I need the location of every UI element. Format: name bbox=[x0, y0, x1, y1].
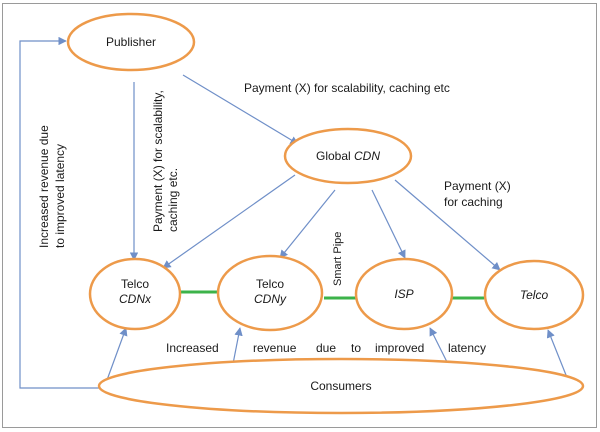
arrow-global-cdn-to-telco bbox=[394, 179, 501, 271]
svg-text:to improved latency: to improved latency bbox=[53, 144, 67, 248]
global-cdn-node bbox=[283, 127, 413, 185]
global-cdn-label: Global CDN bbox=[316, 149, 380, 163]
consumers-node bbox=[97, 357, 585, 415]
publisher-to-telco-payment-label: Payment (X) for scalability, caching etc… bbox=[151, 90, 180, 232]
revenue-word-to: to bbox=[351, 341, 361, 355]
consumers-loop-revenue-label: Increased revenue due to improved latenc… bbox=[37, 125, 67, 248]
publisher-label: Publisher bbox=[106, 35, 156, 49]
arrow-global-cdn-to-isp bbox=[371, 189, 406, 259]
svg-text:Payment (X) for scalability,: Payment (X) for scalability, bbox=[151, 90, 165, 232]
isp-label: ISP bbox=[394, 287, 413, 301]
global-to-telco-payment-label-line1: Payment (X) bbox=[444, 179, 511, 193]
arrow-publisher-to-global-cdn bbox=[182, 74, 299, 145]
arrow-consumers-to-telco bbox=[546, 329, 569, 381]
telco-cdnx-node bbox=[88, 257, 182, 331]
telco-cdnx-label-line2: CDNx bbox=[119, 292, 152, 306]
diagram-frame bbox=[2, 3, 597, 428]
revenue-word-latency: latency bbox=[448, 341, 486, 355]
arrow-consumers-loop-to-publisher bbox=[19, 36, 99, 389]
arrow-global-cdn-to-telco-cdnx bbox=[162, 174, 296, 269]
svg-text:caching etc.: caching etc. bbox=[166, 168, 180, 232]
publisher-to-global-payment-label: Payment (X) for scalability, caching etc bbox=[244, 81, 450, 95]
svg-text:Smart Pipe: Smart Pipe bbox=[332, 232, 344, 286]
revenue-word-improved: improved bbox=[375, 341, 424, 355]
telco-node bbox=[483, 259, 585, 331]
consumers-label: Consumers bbox=[310, 379, 371, 393]
telco-cdny-node bbox=[216, 254, 324, 332]
isp-node bbox=[354, 257, 454, 331]
arrow-consumers-to-telco-cdnx bbox=[106, 327, 128, 381]
arrow-global-cdn-to-telco-cdny bbox=[279, 189, 336, 259]
telco-cdny-label-line2: CDNy bbox=[254, 292, 287, 306]
revenue-word-revenue: revenue bbox=[253, 341, 297, 355]
telco-label: Telco bbox=[520, 288, 549, 302]
publisher-node bbox=[66, 12, 196, 72]
smart-pipe-label: Smart Pipe bbox=[332, 232, 344, 286]
telco-cdny-label-line1: Telco bbox=[256, 277, 284, 291]
revenue-word-increased: Increased bbox=[166, 341, 219, 355]
telco-cdnx-label-line1: Telco bbox=[121, 277, 149, 291]
svg-text:Increased revenue due: Increased revenue due bbox=[37, 125, 51, 248]
revenue-word-due: due bbox=[316, 341, 336, 355]
global-to-telco-payment-label-line2: for caching bbox=[444, 195, 503, 209]
